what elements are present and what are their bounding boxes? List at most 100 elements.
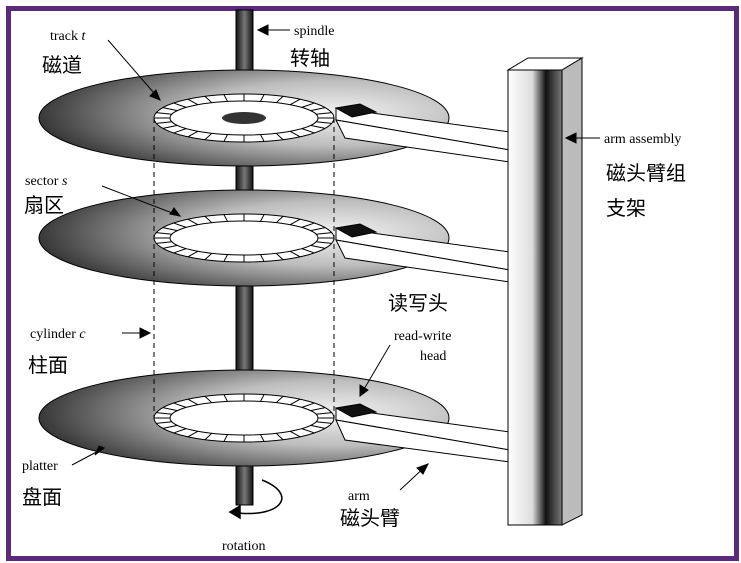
sector-tick: [173, 102, 187, 108]
sector-tick: [260, 434, 265, 442]
sector-tick: [223, 214, 228, 222]
sector-tick: [301, 428, 315, 434]
sector-tick: [162, 424, 178, 429]
sector-tick: [260, 214, 265, 222]
sector-tick: [316, 421, 332, 424]
label-cylinder: cylinder c: [30, 327, 86, 342]
sector-tick: [187, 218, 199, 226]
sector-tick: [275, 396, 284, 404]
label-spindle: spindle: [294, 24, 334, 39]
sector-tick: [187, 430, 199, 438]
sector-tick: [204, 216, 213, 224]
sector-tick: [289, 98, 301, 106]
sector-tick: [223, 394, 228, 402]
sector-tick: [310, 124, 326, 129]
label-spindle-zh: 转轴: [290, 46, 330, 70]
sector-tick: [223, 134, 228, 142]
sector-tick: [289, 130, 301, 138]
label-rw-head-2: head: [420, 349, 446, 364]
read-write-heads: [334, 103, 378, 418]
sector-tick: [301, 248, 315, 254]
sector-tick: [162, 124, 178, 129]
sector-tick: [187, 98, 199, 106]
sector-tick: [223, 254, 228, 262]
sector-tick: [275, 216, 284, 224]
sector-tick: [162, 244, 178, 249]
arm-assembly-column: [506, 57, 584, 526]
sector-tick: [316, 232, 332, 235]
sector-tick: [301, 102, 315, 108]
sector-tick: [173, 128, 187, 134]
rotation-arrow: [228, 479, 283, 520]
sector-tick: [316, 412, 332, 415]
sector-tick: [275, 432, 284, 440]
label-arm-assembly: arm assembly: [604, 132, 681, 147]
cylinder-lines: [153, 118, 335, 418]
label-track: track t: [50, 29, 86, 44]
sector-tick: [156, 232, 172, 235]
sector-tick: [204, 132, 213, 140]
sector-tick: [260, 254, 265, 262]
sector-tick: [156, 121, 172, 124]
sector-tick: [316, 241, 332, 244]
sector-tick: [301, 402, 315, 408]
sector-tick: [187, 250, 199, 258]
sector-tick: [275, 96, 284, 104]
sector-tick: [301, 222, 315, 228]
sector-tick: [156, 421, 172, 424]
sector-tick: [310, 107, 326, 112]
sector-tick: [223, 434, 228, 442]
sector-tick: [204, 396, 213, 404]
sector-tick: [204, 432, 213, 440]
sector-tick: [156, 412, 172, 415]
sector-tick: [316, 121, 332, 124]
sector-tick: [204, 96, 213, 104]
label-arm-zh: 磁头臂: [340, 506, 400, 530]
sector-tick: [275, 132, 284, 140]
sector-tick: [310, 424, 326, 429]
label-platter-zh: 盘面: [22, 485, 62, 509]
sector-tick: [310, 244, 326, 249]
sector-tick: [289, 430, 301, 438]
label-platter: platter: [22, 459, 58, 474]
sector-tick: [260, 134, 265, 142]
label-rw-head-1: read-write: [394, 329, 452, 344]
sector-tick: [289, 218, 301, 226]
sector-tick: [260, 394, 265, 402]
sector-tick: [156, 112, 172, 115]
sector-tick: [173, 428, 187, 434]
label-arm-assembly-zh-2: 支架: [606, 196, 646, 220]
sector-tick: [156, 241, 172, 244]
sector-tick: [301, 128, 315, 134]
sector-tick: [316, 112, 332, 115]
sector-tick: [187, 398, 199, 406]
label-sector-zh: 扇区: [24, 193, 64, 217]
sector-tick: [310, 227, 326, 232]
leader-lines: [71, 24, 600, 491]
sector-tick: [162, 227, 178, 232]
sector-tick: [275, 252, 284, 260]
sector-tick: [289, 398, 301, 406]
arms: [335, 107, 511, 463]
sector-tick: [310, 407, 326, 412]
label-sector: sector s: [25, 174, 68, 189]
label-rotation: rotation: [222, 539, 266, 554]
label-arm: arm: [348, 489, 370, 504]
label-cylinder-zh: 柱面: [28, 353, 68, 377]
sector-tick: [162, 407, 178, 412]
sector-tick: [173, 222, 187, 228]
sector-tick: [187, 130, 199, 138]
sector-tick: [162, 107, 178, 112]
label-arm-assembly-zh-1: 磁头臂组: [606, 161, 686, 185]
sector-tick: [223, 94, 228, 102]
sector-tick: [173, 248, 187, 254]
sector-tick: [289, 250, 301, 258]
platter-bottom: [38, 369, 450, 467]
sector-tick: [204, 252, 213, 260]
sector-tick: [173, 402, 187, 408]
label-track-zh: 磁道: [42, 53, 82, 77]
platter-top: [38, 69, 450, 167]
label-rw-head-zh: 读写头: [388, 291, 448, 315]
sector-tick: [260, 94, 265, 102]
